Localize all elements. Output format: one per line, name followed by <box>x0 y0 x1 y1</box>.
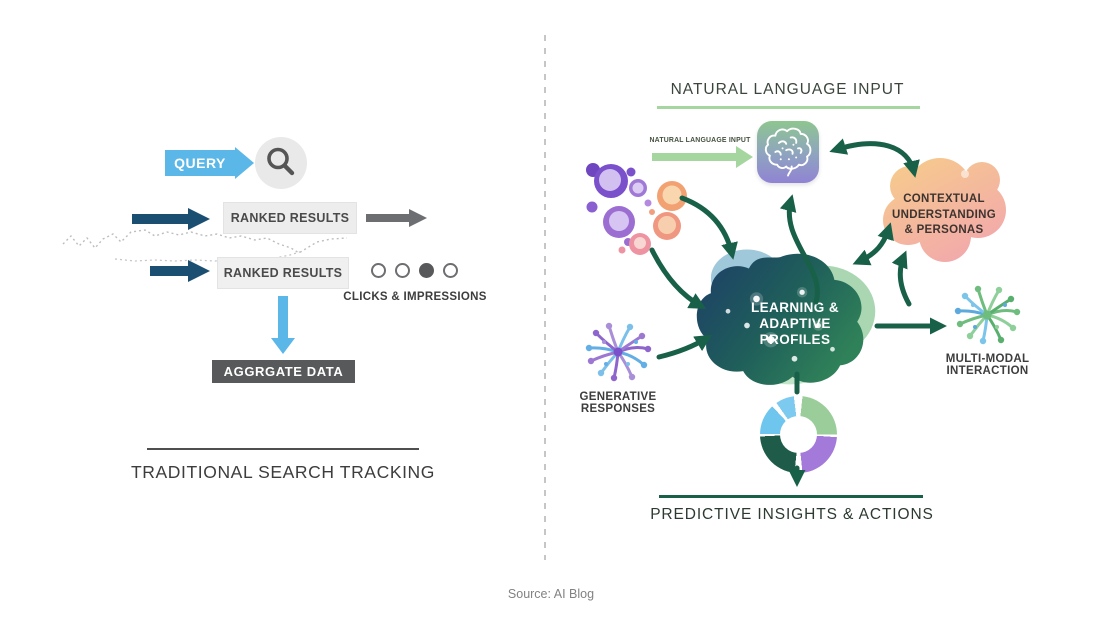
click-circle <box>371 263 386 278</box>
insights-donut-chart <box>760 396 837 473</box>
multimodal-label: MULTI-MODAL INTERACTION <box>945 353 1030 377</box>
sketch-squiggle <box>62 229 348 262</box>
input-arrow-label: NATURAL LANGUAGE INPUT <box>649 137 751 144</box>
clicks-impressions-label: CLICKS & IMPRESSIONS <box>343 291 487 303</box>
query-arrow: QUERY <box>165 147 254 179</box>
panel-divider <box>544 35 546 560</box>
right-panel-header: NATURAL LANGUAGE INPUT <box>670 81 905 98</box>
ranked-results-label-2: RANKED RESULTS <box>223 266 343 280</box>
generative-responses-label: GENERATIVE RESPONSES <box>579 391 657 415</box>
query-label: QUERY <box>174 155 226 171</box>
ranked-results-label-1: RANKED RESULTS <box>230 211 350 225</box>
source-credit: Source: AI Blog <box>507 587 595 601</box>
aggregate-flow-arrow <box>271 296 295 354</box>
clicks-circles <box>371 263 458 278</box>
click-circle <box>419 263 434 278</box>
click-circle <box>443 263 458 278</box>
learning-cloud <box>696 249 876 385</box>
output-arrow <box>366 209 427 227</box>
ranked-results-box-2: RANKED RESULTS <box>217 257 349 289</box>
right-panel-caption: PREDICTIVE INSIGHTS & ACTIONS <box>650 506 934 523</box>
header-underline <box>657 106 920 109</box>
left-panel-caption: TRADITIONAL SEARCH TRACKING <box>130 462 436 482</box>
multimodal-icon <box>954 285 1021 345</box>
aggregate-data-box: AGGRGATE DATA <box>212 360 355 383</box>
aggregate-data-label: AGGRGATE DATA <box>223 364 344 379</box>
click-circle <box>395 263 410 278</box>
generative-responses-icon <box>585 322 652 382</box>
input-arrow-1 <box>132 208 210 230</box>
query-arrowhead <box>235 147 254 179</box>
search-icon <box>255 137 307 189</box>
contextual-cloud <box>883 158 1006 262</box>
natural-language-arrow <box>652 146 753 168</box>
left-caption-rule <box>147 448 419 450</box>
ranked-results-box-1: RANKED RESULTS <box>223 202 357 234</box>
learning-cloud-label: LEARNING & ADAPTIVE PROFILES <box>751 300 839 347</box>
right-caption-rule <box>659 495 923 498</box>
input-arrow-2 <box>150 260 210 282</box>
brain-icon <box>764 127 812 177</box>
brain-node <box>757 121 819 183</box>
contextual-label: CONTEXTUAL UNDERSTANDING & PERSONAS <box>892 193 996 236</box>
data-cells-icon <box>586 163 687 255</box>
